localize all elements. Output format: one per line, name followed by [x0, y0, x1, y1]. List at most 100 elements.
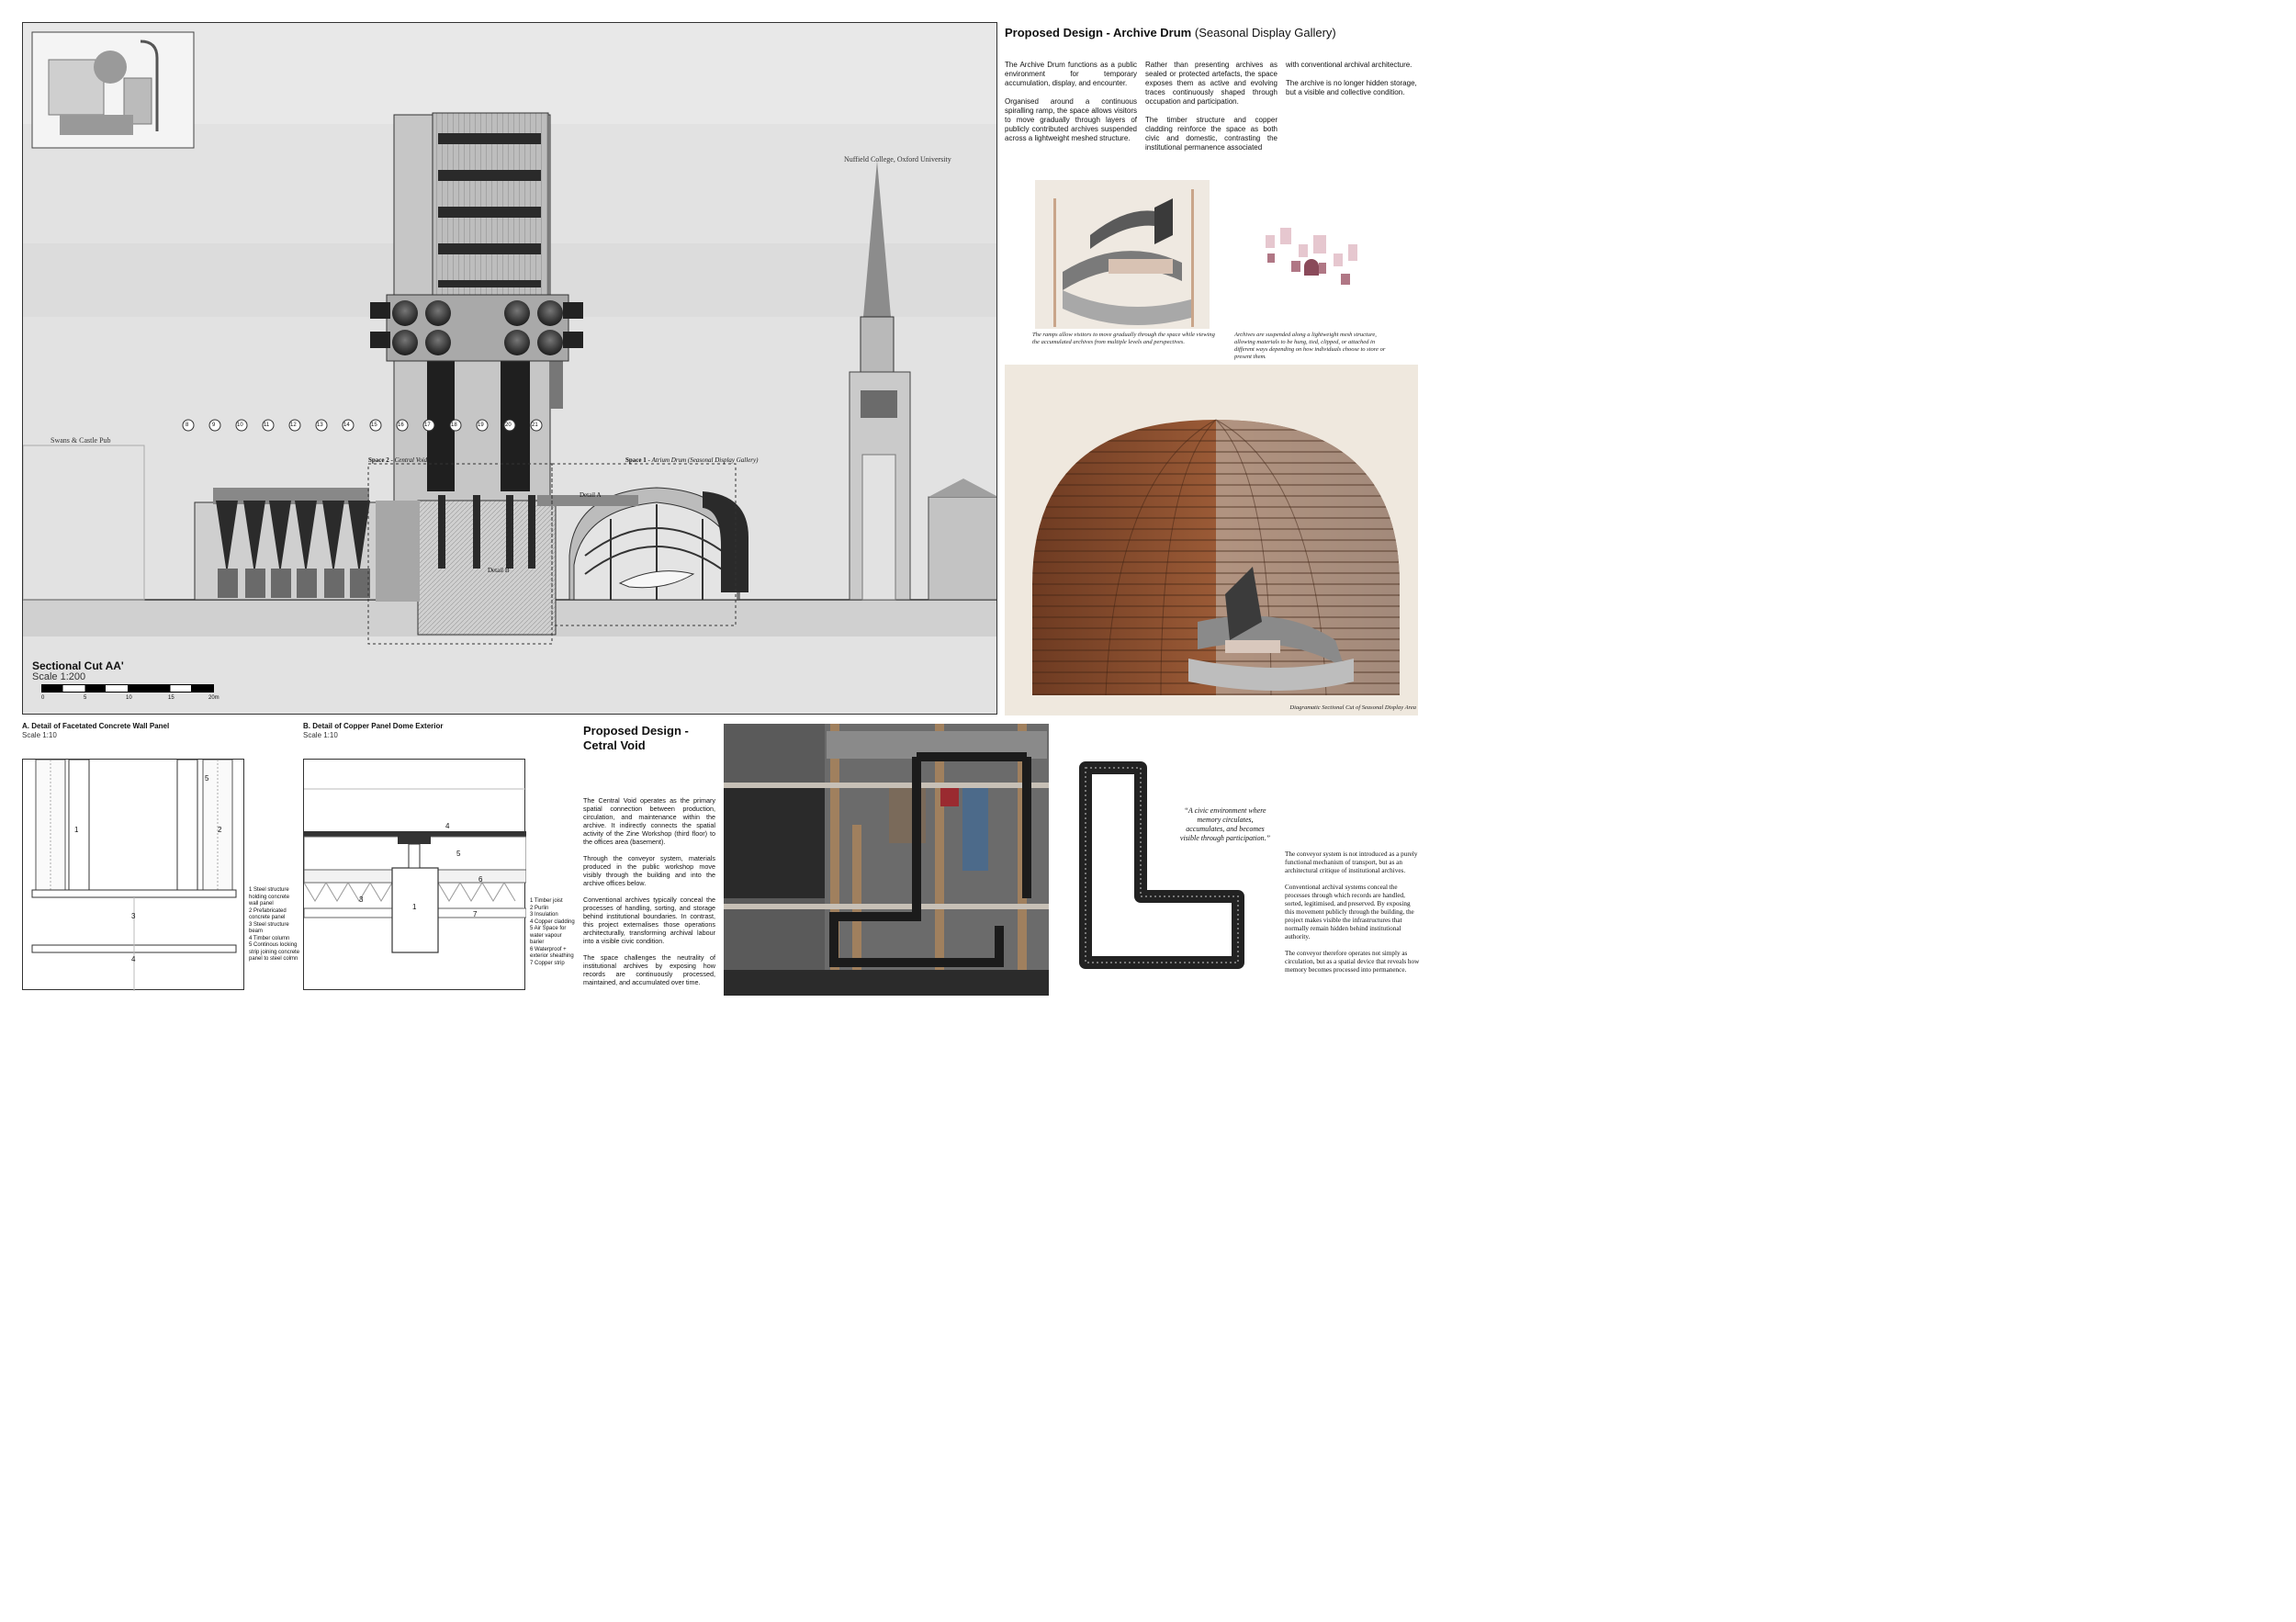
grid-number: 20	[505, 422, 512, 428]
archive-col1-p2: Organised around a continuous spiralling…	[1005, 97, 1137, 142]
detail-a-scale: Scale 1:10	[22, 731, 57, 739]
void-p3: Conventional archives typically conceal …	[583, 895, 715, 945]
archive-title-light: (Seasonal Display Gallery)	[1194, 26, 1336, 39]
void-text: The Central Void operates as the primary…	[583, 796, 715, 986]
void-render	[724, 724, 1049, 996]
ramp-render	[1035, 180, 1210, 329]
pub-outline	[23, 445, 145, 601]
detail-a-legend-item: 1 Steel structure holding concrete wall …	[249, 887, 290, 907]
detail-a-num-1: 1	[74, 826, 79, 834]
detail-b-legend-item: 7 Copper strip	[530, 960, 565, 966]
detail-b-drawing: 1 3 4 5 6 7	[303, 759, 526, 990]
void-p2: Through the conveyor system, materials p…	[583, 854, 715, 887]
grid-number: 15	[371, 422, 377, 428]
grid-markers	[182, 419, 543, 432]
archive-title-bold: Proposed Design - Archive Drum	[1005, 26, 1192, 39]
detail-a-drawing: 1 2 3 4 5	[22, 759, 244, 991]
detail-b-legend: 1 Timber joist 2 Purlin 3 Insulation 4 C…	[530, 898, 576, 967]
detail-b-legend-item: 5 Air Space for water vapour barier	[530, 926, 567, 945]
conveyor-p2: Conventional archival systems conceal th…	[1285, 884, 1414, 941]
grid-number: 10	[237, 422, 243, 428]
conveyor-p1: The conveyor system is not introduced as…	[1285, 850, 1418, 874]
conveyor-diagram	[1076, 759, 1256, 972]
archive-col3-p2: The archive is no longer hidden storage,…	[1286, 79, 1417, 96]
detail-b-title: B. Detail of Copper Panel Dome Exterior	[303, 722, 444, 730]
archive-text-col2: Rather than presenting archives as seale…	[1145, 61, 1277, 152]
detail-b-num-4: 4	[445, 822, 450, 830]
void-p1: The Central Void operates as the primary…	[583, 796, 715, 846]
grid-number: 18	[451, 422, 457, 428]
scale-bar	[41, 684, 214, 693]
conveyor-text: The conveyor system is not introduced as…	[1285, 850, 1421, 974]
void-title-line-1: Proposed Design -	[583, 724, 689, 738]
label-space-1-name: Atrium Drum (Seasonal Display Gallery)	[651, 456, 759, 464]
label-detail-b: Detail B	[488, 567, 510, 574]
scale-tick: 15	[168, 695, 174, 701]
nuffield-spire	[849, 161, 996, 601]
archive-drum-dome	[537, 487, 748, 601]
scale-tick: 10	[126, 695, 132, 701]
label-space-2-prefix: Space 2 -	[368, 456, 395, 464]
archive-title: Proposed Design - Archive Drum (Seasonal…	[1005, 26, 1372, 39]
detail-b-legend-item: 6 Waterproof + exterior sheathing	[530, 946, 574, 960]
void-title-line-2: Cetral Void	[583, 738, 646, 752]
grid-number-labels: 8 9 10 11 12 13 14 15 16 17 18 19 20 21	[23, 420, 996, 433]
detail-b-svg	[304, 788, 526, 953]
detail-a-num-5: 5	[205, 774, 209, 783]
archive-col1-p1: The Archive Drum functions as a public e…	[1005, 61, 1137, 87]
void-render-drawing	[724, 724, 1049, 996]
detail-b-num-7: 7	[473, 910, 478, 918]
label-space-2-name: Central Void	[394, 456, 428, 464]
detail-b-num-1: 1	[412, 903, 417, 911]
scale-ticks: 0 5 10 15 20m	[41, 695, 225, 704]
detail-a-num-3: 3	[131, 912, 136, 920]
detail-b-scale: Scale 1:10	[303, 731, 338, 739]
grid-number: 12	[290, 422, 297, 428]
caption-mesh: Archives are suspended along a lightweig…	[1234, 332, 1386, 360]
label-space-1-prefix: Space 1 -	[625, 456, 652, 464]
grid-number: 21	[532, 422, 538, 428]
void-p4: The space challenges the neutrality of i…	[583, 953, 715, 986]
grid-number: 19	[478, 422, 484, 428]
scale-tick: 20m	[208, 695, 219, 701]
scale-tick: 5	[84, 695, 87, 701]
detail-b-legend-item: 2 Purlin	[530, 905, 549, 911]
scale-tick: 0	[41, 695, 45, 701]
detail-a-legend-item: 3 Steel structure beam	[249, 921, 289, 935]
detail-a-legend-item: 4 Timber column	[249, 935, 290, 941]
sectional-cut-drawing	[23, 23, 996, 714]
dome-section-drawing	[1005, 365, 1418, 715]
grid-number: 16	[398, 422, 404, 428]
archive-col3-p1: with conventional archival architecture.	[1286, 61, 1412, 69]
void-quote: “A civic environment where memory circul…	[1179, 806, 1271, 842]
detail-a-legend-item: 2 Prefabricated concrete panel	[249, 907, 287, 921]
detail-b-num-5: 5	[456, 850, 461, 858]
site-plan-inset	[31, 31, 195, 149]
label-space-1: Space 1 - Atrium Drum (Seasonal Display …	[625, 456, 758, 464]
grid-number: 11	[264, 422, 270, 428]
detail-a-svg	[31, 760, 237, 991]
void-title: Proposed Design - Cetral Void	[583, 724, 721, 753]
grid-number: 14	[343, 422, 350, 428]
dome-section-render: Diagramatic Sectional Cut of Seasonal Di…	[1005, 365, 1418, 715]
label-detail-a: Detail A	[580, 491, 602, 499]
archive-text-col1: The Archive Drum functions as a public e…	[1005, 61, 1137, 143]
label-college: Nuffield College, Oxford University	[844, 155, 951, 163]
detail-a-legend: 1 Steel structure holding concrete wall …	[249, 887, 300, 963]
workshop-block	[194, 488, 398, 601]
detail-b-legend-item: 3 Insulation	[530, 912, 558, 918]
caption-ramp: The ramps allow visitors to move gradual…	[1032, 332, 1215, 345]
grid-number: 17	[424, 422, 431, 428]
grid-number: 13	[317, 422, 323, 428]
detail-b-legend-item: 4 Copper cladding	[530, 918, 575, 925]
detail-a-num-2: 2	[218, 826, 222, 834]
detail-a-legend-item: 5 Continous locking strip joining concre…	[249, 942, 300, 962]
caption-section-render: Diagramatic Sectional Cut of Seasonal Di…	[1289, 704, 1416, 711]
section-panel: 8 9 10 11 12 13 14 15 16 17 18 19 20 21 …	[22, 22, 997, 715]
section-title: Sectional Cut AA'	[32, 659, 124, 672]
mesh-render	[1258, 217, 1368, 309]
conveyor-diagram-drawing	[1079, 761, 1244, 969]
section-scale: Scale 1:200	[32, 671, 86, 682]
label-space-2: Space 2 - Central Void	[368, 456, 427, 464]
detail-b-num-6: 6	[478, 875, 483, 884]
